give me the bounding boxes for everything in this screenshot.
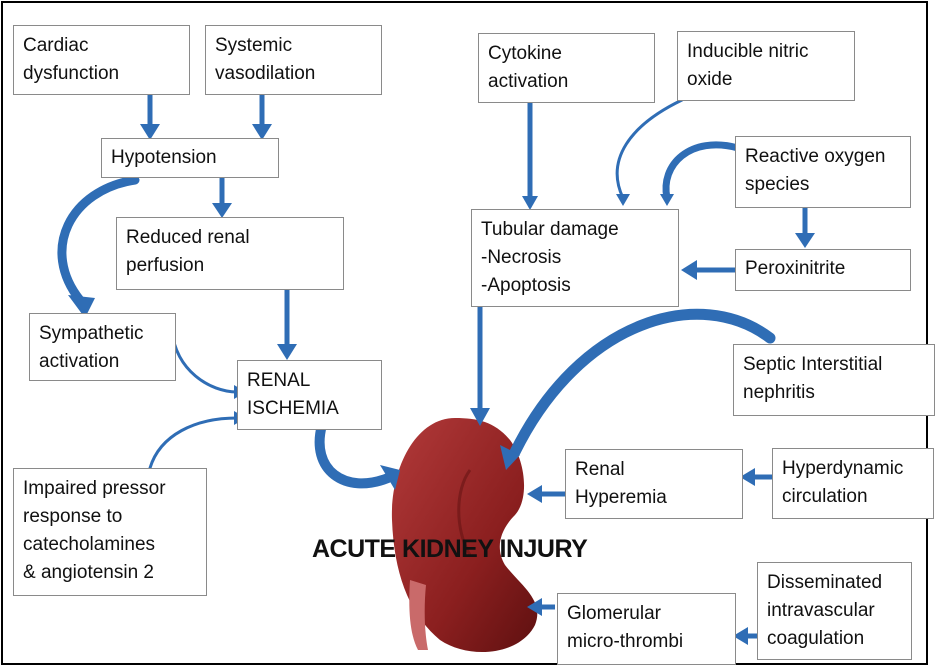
node-renal-ischemia: RENAL ISCHEMIA	[237, 360, 382, 430]
node-cytokine-activation: Cytokine activation	[478, 33, 655, 103]
node-glomerular-micro-thrombi-line-2: micro-thrombi	[567, 631, 684, 652]
node-inducible-nitric-oxide: Inducible nitric oxide	[677, 31, 855, 101]
node-disseminated-intravascular-coagulation-line-2: intravascular	[767, 600, 875, 621]
node-systemic-vasodilation: Systemic vasodilation	[205, 25, 382, 95]
node-septic-interstitial-nephritis-line-1: Septic Interstitial	[743, 354, 883, 375]
curve-ischemia-kidney	[314, 420, 393, 489]
node-inducible-nitric-oxide-line-2: oxide	[687, 69, 733, 90]
node-sympathetic-activation-line-1: Sympathetic	[39, 323, 144, 344]
curve-inducible-tubular	[615, 98, 684, 200]
node-sympathetic-activation: Sympathetic activation	[29, 313, 176, 381]
node-renal-hyperemia: Renal Hyperemia	[565, 449, 743, 519]
kidney-illustration	[391, 418, 538, 652]
curve-septic-kidney	[509, 308, 776, 458]
node-reduced-renal-perfusion: Reduced renal perfusion	[116, 217, 344, 290]
curve-sympathetic-ischemia	[170, 328, 239, 394]
node-tubular-damage-line-1: Tubular damage	[481, 219, 619, 240]
node-glomerular-micro-thrombi: Glomerular micro-thrombi	[557, 593, 736, 665]
node-hyperdynamic-circulation-line-1: Hyperdynamic	[782, 458, 904, 479]
node-tubular-damage-line-2: -Necrosis	[481, 247, 562, 268]
node-renal-hyperemia-line-2: Hyperemia	[575, 487, 667, 508]
node-septic-interstitial-nephritis-line-2: nephritis	[743, 382, 815, 403]
node-cytokine-activation-line-1: Cytokine	[488, 43, 562, 64]
node-cardiac-dysfunction: Cardiac dysfunction	[13, 25, 190, 95]
node-reduced-renal-perfusion-line-1: Reduced renal	[126, 227, 250, 248]
node-impaired-pressor-response-line-4: & angiotensin 2	[23, 562, 154, 583]
node-peroxinitrite: Peroxinitrite	[735, 249, 911, 291]
curve-impaired-ischemia	[148, 416, 239, 470]
node-cardiac-dysfunction-line-1: Cardiac	[23, 35, 89, 56]
node-hypotension-line-1: Hypotension	[111, 147, 217, 168]
node-systemic-vasodilation-line-2: vasodilation	[215, 63, 316, 84]
node-septic-interstitial-nephritis: Septic Interstitial nephritis	[733, 344, 935, 416]
node-impaired-pressor-response: Impaired pressor response to catecholami…	[13, 468, 207, 596]
node-reactive-oxygen-species-line-2: species	[745, 174, 810, 195]
node-hyperdynamic-circulation-line-2: circulation	[782, 486, 868, 507]
node-disseminated-intravascular-coagulation: Disseminated intravascular coagulation	[757, 562, 912, 660]
node-systemic-vasodilation-line-1: Systemic	[215, 35, 293, 56]
node-cardiac-dysfunction-line-2: dysfunction	[23, 63, 120, 84]
node-glomerular-micro-thrombi-line-1: Glomerular	[567, 603, 661, 624]
node-inducible-nitric-oxide-line-1: Inducible nitric	[687, 41, 809, 62]
curve-hypotension-sympathetic	[57, 175, 140, 305]
curve-reactive-tubular	[662, 141, 742, 202]
node-hypotension: Hypotension	[101, 138, 279, 178]
node-tubular-damage: Tubular damage -Necrosis -Apoptosis	[471, 209, 679, 307]
node-tubular-damage-line-3: -Apoptosis	[481, 275, 571, 296]
node-disseminated-intravascular-coagulation-line-3: coagulation	[767, 628, 865, 649]
diagram-title: ACUTE KIDNEY INJURY	[312, 535, 588, 563]
node-renal-hyperemia-line-1: Renal	[575, 459, 625, 480]
node-peroxinitrite-line-1: Peroxinitrite	[745, 258, 846, 279]
node-reactive-oxygen-species-line-1: Reactive oxygen	[745, 146, 886, 167]
node-cytokine-activation-line-2: activation	[488, 71, 569, 92]
node-renal-ischemia-line-2: ISCHEMIA	[247, 398, 339, 419]
node-impaired-pressor-response-line-1: Impaired pressor	[23, 478, 166, 499]
node-reduced-renal-perfusion-line-2: perfusion	[126, 255, 205, 276]
node-renal-ischemia-line-1: RENAL	[247, 370, 311, 391]
node-reactive-oxygen-species: Reactive oxygen species	[735, 136, 911, 208]
node-sympathetic-activation-line-2: activation	[39, 351, 120, 372]
node-impaired-pressor-response-line-2: response to	[23, 506, 123, 527]
node-hyperdynamic-circulation: Hyperdynamic circulation	[772, 448, 934, 519]
node-impaired-pressor-response-line-3: catecholamines	[23, 534, 156, 555]
node-disseminated-intravascular-coagulation-line-1: Disseminated	[767, 572, 883, 593]
